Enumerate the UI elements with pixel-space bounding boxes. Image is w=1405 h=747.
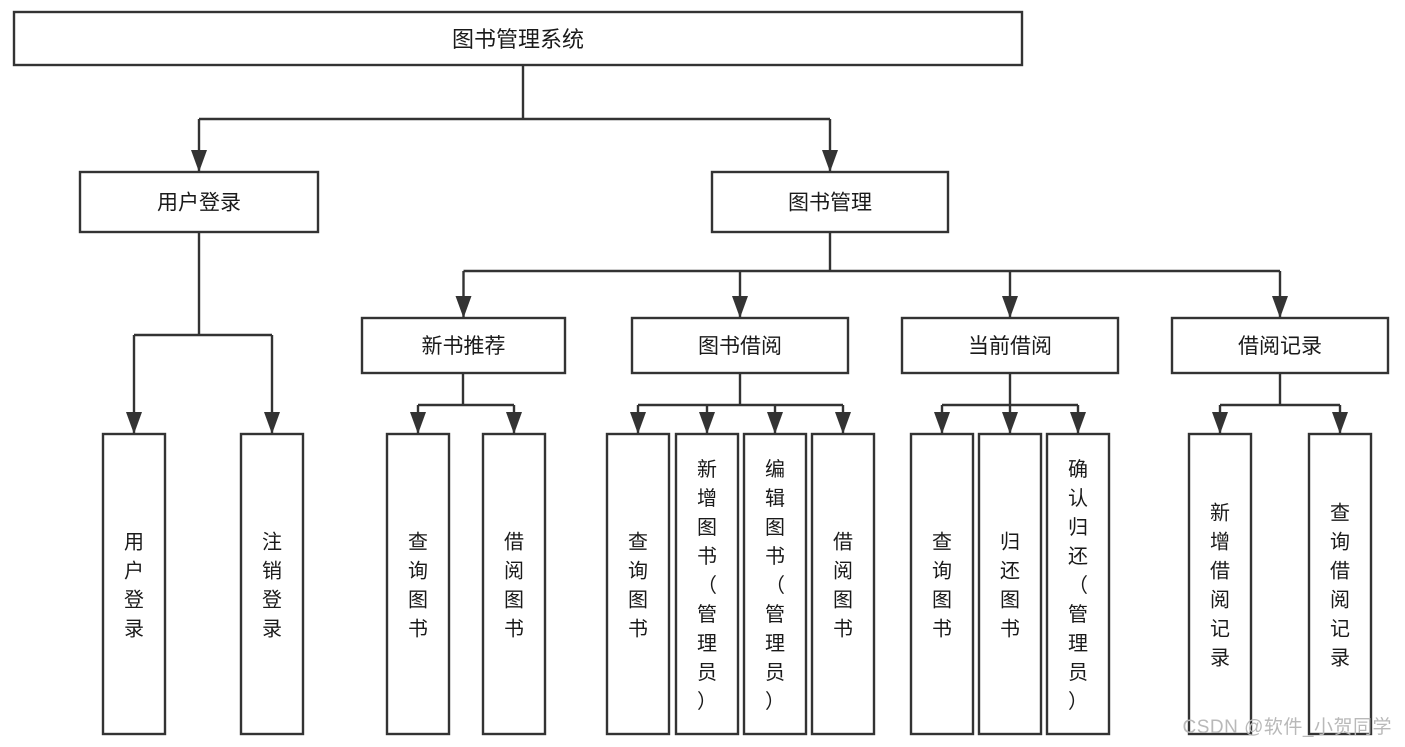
node-leaf-return-book[interactable]: 归还图书 [977, 432, 1043, 736]
node-label-leaf-add-record: 新增借阅记录 [1210, 502, 1230, 670]
node-label-leaf-query-book-rec: 查询图书 [408, 531, 428, 641]
arrow-head-icon [835, 412, 851, 434]
node-leaf-edit-book[interactable]: 编辑图书（管理员） [742, 432, 808, 736]
arrow-head-icon [699, 412, 715, 434]
node-root[interactable]: 图书管理系统 [12, 10, 1024, 67]
node-label-new-book-recommend: 新书推荐 [422, 335, 506, 358]
arrow-head-icon [1212, 412, 1228, 434]
node-label-leaf-add-book: 新增图书（管理员） [697, 458, 717, 713]
node-layer: 图书管理系统用户登录图书管理新书推荐图书借阅当前借阅借阅记录用户登录注销登录查询… [12, 10, 1390, 736]
node-label-leaf-user-logout: 注销登录 [262, 531, 282, 641]
node-leaf-add-book[interactable]: 新增图书（管理员） [674, 432, 740, 736]
node-box-leaf-query-book-bb[interactable] [605, 432, 671, 736]
node-new-book-recommend[interactable]: 新书推荐 [360, 316, 567, 375]
arrow-head-icon [1332, 412, 1348, 434]
arrow-head-icon [506, 412, 522, 434]
arrow-head-icon [1070, 412, 1086, 434]
node-leaf-query-record[interactable]: 查询借阅记录 [1307, 432, 1373, 736]
node-box-leaf-return-book[interactable] [977, 432, 1043, 736]
node-box-leaf-query-book-cb[interactable] [909, 432, 975, 736]
arrow-head-icon [1002, 296, 1018, 318]
arrow-head-icon [630, 412, 646, 434]
node-user-login[interactable]: 用户登录 [78, 170, 320, 234]
arrow-head-icon [264, 412, 280, 434]
node-box-book-manage[interactable] [710, 170, 950, 234]
node-box-leaf-confirm-return[interactable] [1045, 432, 1111, 736]
node-box-leaf-add-book[interactable] [674, 432, 740, 736]
arrow-head-icon [455, 296, 472, 318]
node-label-root: 图书管理系统 [452, 27, 584, 52]
node-leaf-add-record[interactable]: 新增借阅记录 [1187, 432, 1253, 736]
node-book-borrow[interactable]: 图书借阅 [630, 316, 850, 375]
node-box-user-login[interactable] [78, 170, 320, 234]
arrow-head-icon [191, 150, 207, 172]
node-leaf-confirm-return[interactable]: 确认归还（管理员） [1045, 432, 1111, 736]
arrow-head-icon [1002, 412, 1018, 434]
node-label-book-borrow: 图书借阅 [698, 335, 782, 358]
arrow-head-icon [767, 412, 783, 434]
node-borrow-record[interactable]: 借阅记录 [1170, 316, 1390, 375]
node-leaf-user-logout[interactable]: 注销登录 [239, 432, 305, 736]
arrow-head-icon [410, 412, 426, 434]
node-leaf-borrow-book-rec[interactable]: 借阅图书 [481, 432, 547, 736]
node-box-leaf-add-record[interactable] [1187, 432, 1253, 736]
node-label-leaf-borrow-book-rec: 借阅图书 [504, 531, 524, 641]
node-book-manage[interactable]: 图书管理 [710, 170, 950, 234]
node-leaf-query-book-cb[interactable]: 查询图书 [909, 432, 975, 736]
node-leaf-query-book-rec[interactable]: 查询图书 [385, 432, 451, 736]
node-box-leaf-query-book-rec[interactable] [385, 432, 451, 736]
node-leaf-borrow-book-bb[interactable]: 借阅图书 [810, 432, 876, 736]
node-label-borrow-record: 借阅记录 [1238, 335, 1322, 358]
node-label-leaf-query-book-bb: 查询图书 [628, 531, 648, 641]
node-label-current-borrow: 当前借阅 [968, 335, 1052, 358]
arrow-head-icon [822, 150, 838, 172]
node-label-leaf-query-book-cb: 查询图书 [932, 531, 952, 641]
node-box-leaf-user-login[interactable] [101, 432, 167, 736]
arrow-head-icon [126, 412, 142, 434]
arrow-head-icon [1272, 296, 1288, 318]
node-box-leaf-query-record[interactable] [1307, 432, 1373, 736]
node-box-current-borrow[interactable] [900, 316, 1120, 375]
node-current-borrow[interactable]: 当前借阅 [900, 316, 1120, 375]
node-box-leaf-borrow-book-rec[interactable] [481, 432, 547, 736]
node-label-book-manage: 图书管理 [788, 192, 872, 215]
node-box-book-borrow[interactable] [630, 316, 850, 375]
node-label-leaf-edit-book: 编辑图书（管理员） [765, 458, 785, 713]
node-box-leaf-user-logout[interactable] [239, 432, 305, 736]
connector-layer [126, 65, 1348, 434]
arrow-head-icon [732, 296, 748, 318]
node-box-leaf-edit-book[interactable] [742, 432, 808, 736]
node-box-leaf-borrow-book-bb[interactable] [810, 432, 876, 736]
node-label-leaf-user-login: 用户登录 [124, 532, 144, 641]
node-box-new-book-recommend[interactable] [360, 316, 567, 375]
arrow-head-icon [934, 412, 950, 434]
watermark-label: CSDN @软件_小贺同学 [1182, 717, 1392, 738]
node-label-leaf-return-book: 归还图书 [1000, 531, 1020, 641]
node-leaf-query-book-bb[interactable]: 查询图书 [605, 432, 671, 736]
node-leaf-user-login[interactable]: 用户登录 [101, 432, 167, 736]
node-box-root[interactable] [12, 10, 1024, 67]
node-box-borrow-record[interactable] [1170, 316, 1390, 375]
node-label-leaf-query-record: 查询借阅记录 [1330, 502, 1350, 670]
node-label-leaf-borrow-book-bb: 借阅图书 [833, 531, 853, 641]
node-label-leaf-confirm-return: 确认归还（管理员） [1068, 458, 1088, 713]
node-label-user-login: 用户登录 [157, 192, 241, 215]
